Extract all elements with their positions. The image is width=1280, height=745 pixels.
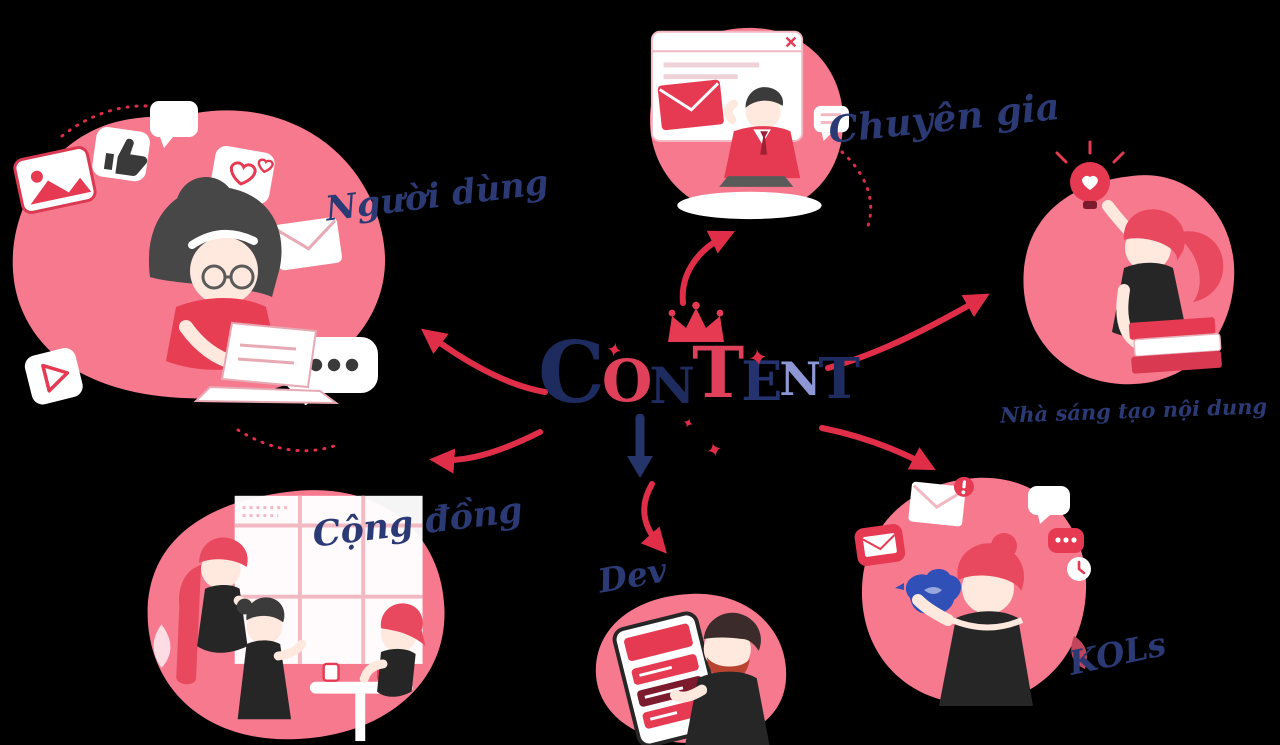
chat-icon (813, 105, 849, 142)
community-woman-seated (359, 603, 426, 697)
user-woman (148, 177, 282, 370)
close-icon (785, 36, 797, 48)
notification-envelope-icon (908, 476, 974, 527)
creator-woman (1102, 200, 1224, 350)
sparkle-icon: ✦ (703, 436, 726, 464)
letter-o: O (601, 346, 653, 415)
laptop-icon (193, 321, 340, 405)
experts-illustration (649, 27, 849, 220)
speech-bubble-icon (150, 101, 198, 148)
play-button-icon (24, 348, 83, 405)
leaf-decor (1071, 636, 1087, 669)
center-word-content: C O N T E N T (538, 323, 860, 422)
books-stack-icon (1128, 317, 1222, 374)
sparkle-icon: ✦ (679, 414, 697, 434)
arrow-to-kols (819, 425, 936, 471)
dev-man (669, 612, 770, 745)
desk-laptop-icon (719, 176, 794, 187)
letter-e: E (741, 348, 782, 413)
arrow-to-experts (679, 230, 735, 306)
creators-illustration (1023, 140, 1235, 385)
envelope-icon (273, 217, 342, 271)
sparkle-icon: ✦ (746, 342, 770, 374)
users-illustration (12, 101, 386, 405)
lightbulb-icon (1055, 140, 1125, 209)
mail-icon (657, 79, 724, 131)
arrow-to-users (420, 328, 548, 395)
arrow-to-community (429, 429, 543, 474)
photo-icon (13, 146, 97, 214)
arrow-to-dev (640, 481, 667, 554)
letter-n2: N (779, 351, 821, 406)
expert-man (724, 87, 801, 179)
community-illustration (147, 490, 445, 742)
creators-label: Nhà sáng tạo nội dung (999, 393, 1268, 428)
community-person-front (236, 597, 307, 720)
chat-bubbles-icon (1028, 486, 1084, 553)
leaf-decor (153, 624, 171, 668)
mail-badge-icon (854, 524, 906, 567)
dev-illustration (595, 593, 787, 745)
letter-t2: T (818, 345, 860, 412)
thumbs-up-icon (92, 127, 150, 182)
down-arrow-icon (627, 414, 653, 478)
dotted-decor-bottom-left (236, 428, 336, 453)
letter-n1: N (649, 356, 695, 416)
letter-t1: T (692, 330, 744, 414)
kols-illustration (854, 476, 1091, 706)
kol-woman (912, 533, 1033, 706)
letter-c: C (538, 323, 605, 422)
clock-icon (1067, 557, 1091, 581)
